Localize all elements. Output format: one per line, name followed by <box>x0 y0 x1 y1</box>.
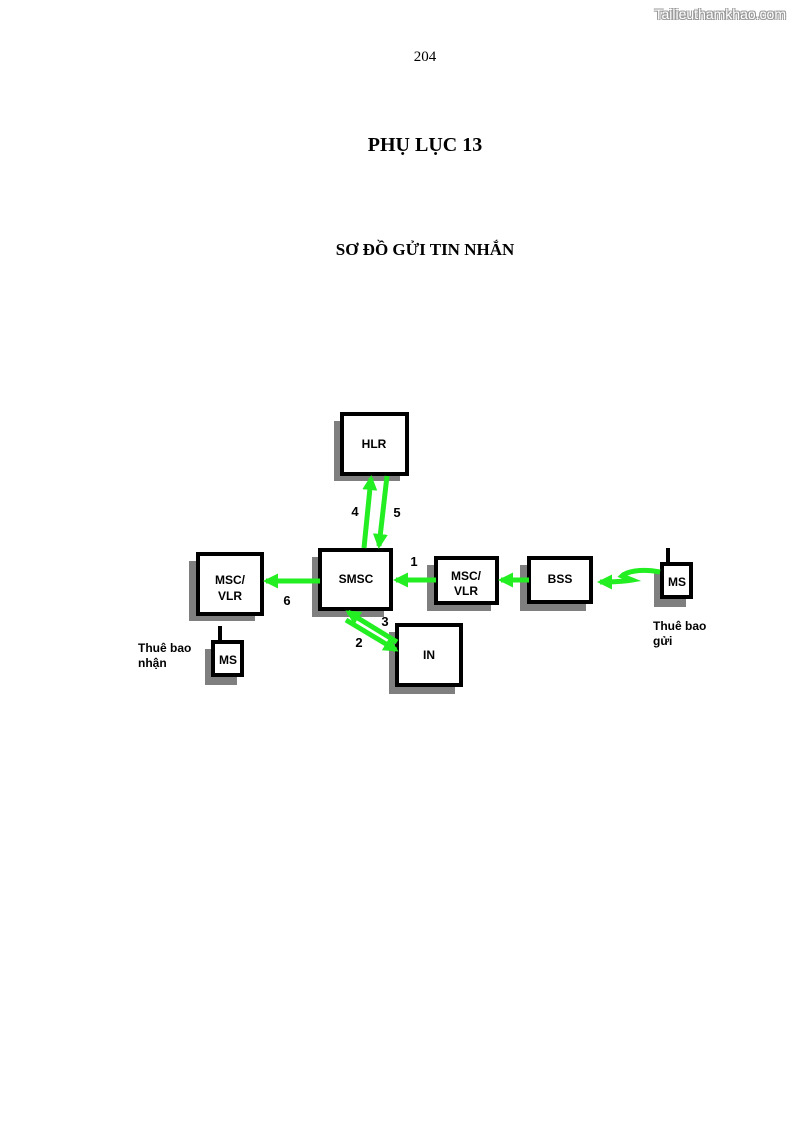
arrow-4-smsc-to-hlr <box>361 475 378 549</box>
smsc-label: SMSC <box>339 572 374 586</box>
arrow-ms-to-bss-radio <box>597 567 661 590</box>
msc-vlr-left-label-2: VLR <box>218 589 242 603</box>
msc-vlr-left-box <box>196 552 264 616</box>
ms-receiver-label: MS <box>219 653 237 667</box>
sender-caption-1: Thuê bao <box>653 619 706 633</box>
sender-caption-2: gửi <box>653 634 672 648</box>
in-label: IN <box>423 648 435 662</box>
edge-label-6: 6 <box>283 593 290 608</box>
ms-receiver-box <box>211 640 244 677</box>
edge-label-3: 3 <box>381 614 388 629</box>
diagram-title: SƠ ĐỒ GỬI TIN NHẮN <box>335 240 515 259</box>
receiver-caption-1: Thuê bao <box>138 641 191 655</box>
watermark: Tailieuthamkhao.com <box>654 6 786 22</box>
page-number: 204 <box>413 49 437 65</box>
receiver-caption-2: nhận <box>138 656 167 670</box>
edge-label-5: 5 <box>393 505 400 520</box>
bss-label: BSS <box>548 572 573 586</box>
node-boxes <box>196 412 693 687</box>
ms-sender-box <box>660 562 693 599</box>
edge-label-4: 4 <box>351 504 359 519</box>
arrows <box>263 475 661 653</box>
msc-vlr-right-label-1: MSC/ <box>451 569 482 583</box>
smsc-box <box>318 548 393 611</box>
hlr-box <box>340 412 409 476</box>
hlr-label: HLR <box>362 437 387 451</box>
arrow-5-hlr-to-smsc <box>372 475 390 549</box>
appendix-title: PHỤ LỤC 13 <box>367 134 483 156</box>
edge-label-2: 2 <box>355 635 362 650</box>
arrow-3-in-to-smsc <box>345 609 399 645</box>
edge-label-1: 1 <box>410 554 417 569</box>
msc-vlr-right-label-2: VLR <box>454 584 478 598</box>
msc-vlr-left-label-1: MSC/ <box>215 573 246 587</box>
arrow-2-smsc-to-in <box>344 617 399 653</box>
ms-sender-label: MS <box>668 575 686 589</box>
in-box <box>395 623 463 687</box>
bss-box <box>527 556 593 604</box>
